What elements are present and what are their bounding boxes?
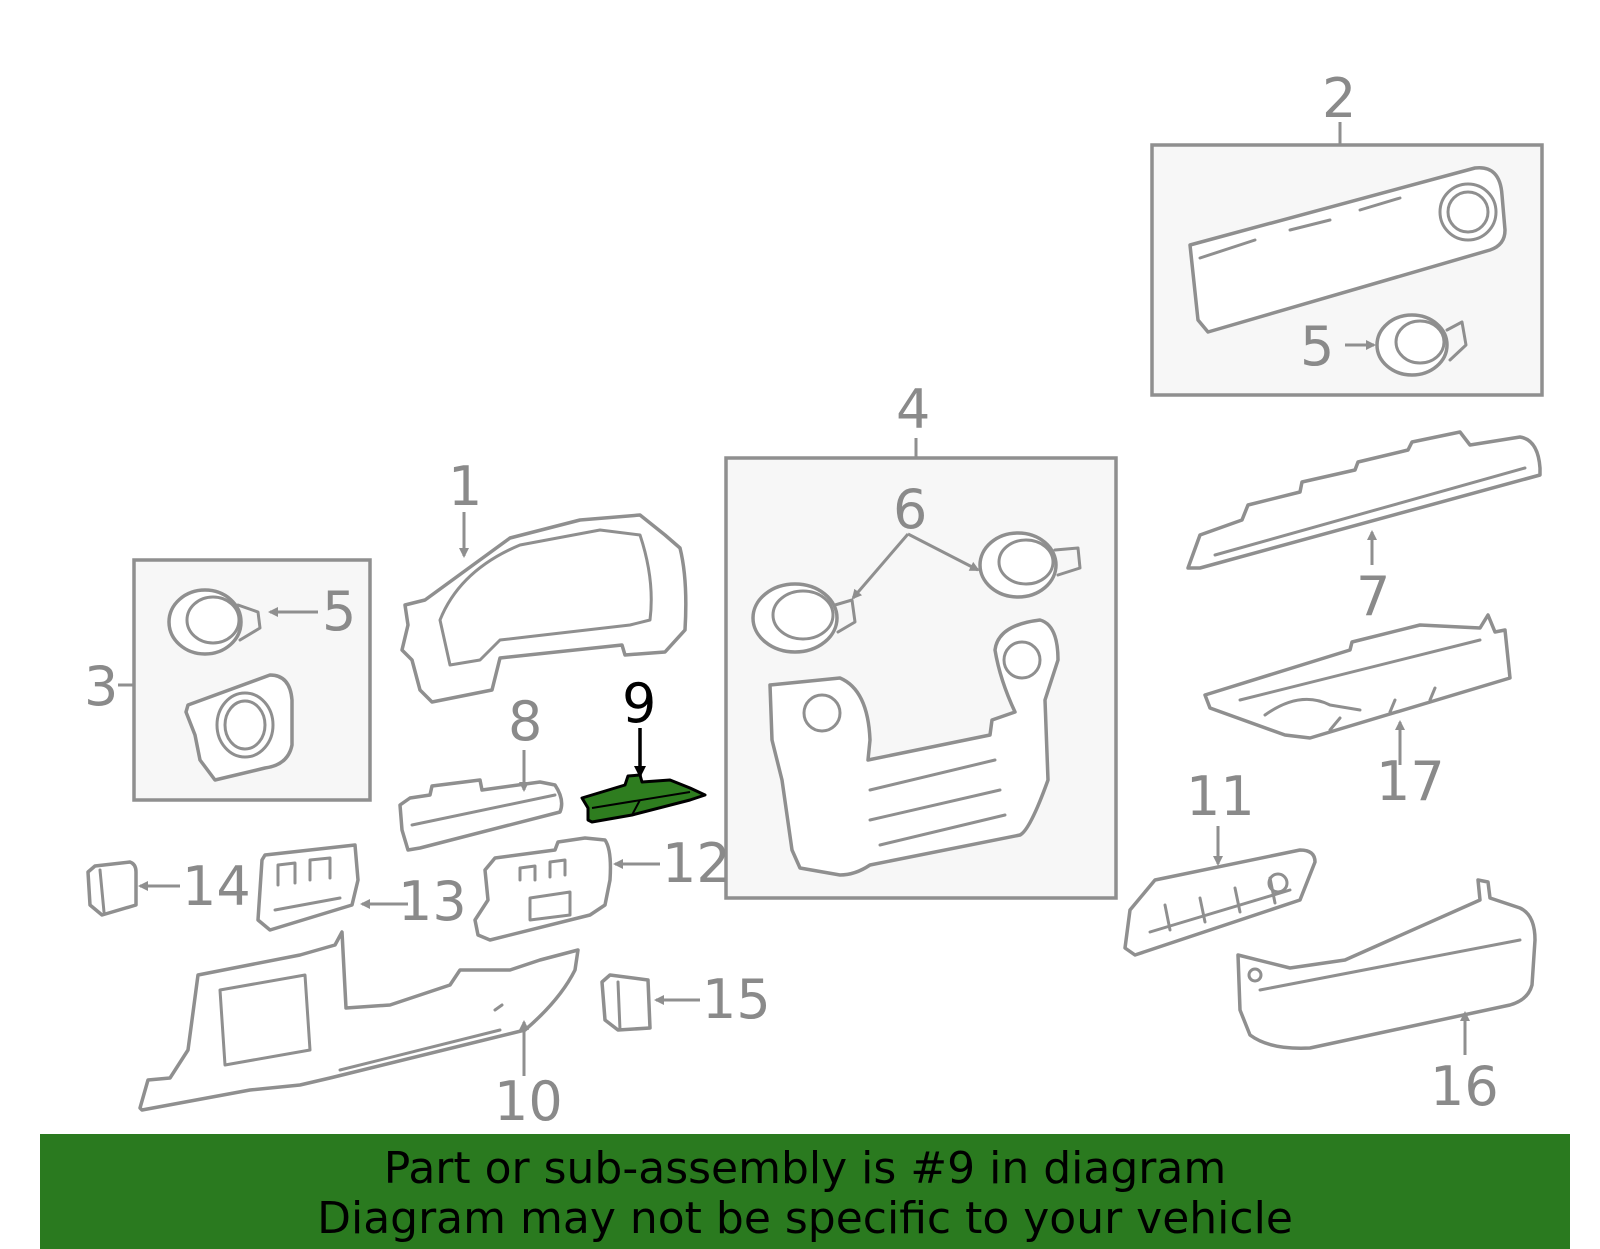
part-7[interactable]	[1186, 430, 1542, 570]
label-part-17: 17	[1376, 750, 1445, 813]
part-2-panel[interactable]	[1188, 166, 1507, 334]
label-part-10: 10	[494, 1070, 563, 1133]
part-3-bezel[interactable]	[184, 673, 294, 782]
part-3-group	[118, 558, 372, 802]
label-part-13: 13	[398, 870, 467, 933]
label-part-1: 1	[448, 455, 482, 518]
part-17[interactable]	[1203, 613, 1512, 740]
banner-line-1: Part or sub-assembly is #9 in diagram	[383, 1143, 1227, 1194]
part-8[interactable]	[398, 778, 564, 852]
label-part-4: 4	[896, 378, 930, 441]
part-6-vent-right[interactable]	[978, 531, 1082, 599]
part-13[interactable]	[256, 843, 360, 932]
banner-line-2: Diagram may not be specific to your vehi…	[317, 1193, 1293, 1244]
part-12[interactable]	[473, 836, 613, 942]
label-part-5-left: 5	[322, 580, 356, 643]
label-part-8: 8	[508, 690, 542, 753]
label-part-2: 2	[1322, 67, 1356, 130]
part-9-highlighted[interactable]	[580, 773, 707, 824]
part-6-vent-left[interactable]	[751, 582, 857, 654]
part-11[interactable]	[1123, 848, 1317, 957]
label-part-12: 12	[662, 832, 731, 895]
label-part-9: 9	[622, 672, 656, 735]
part-4-group	[724, 438, 1118, 900]
label-part-11: 11	[1186, 765, 1255, 828]
part-2-group	[1150, 122, 1544, 397]
label-part-5-upper: 5	[1300, 315, 1334, 378]
part-14[interactable]	[86, 860, 138, 917]
part-5-vent-upper[interactable]	[1375, 313, 1468, 377]
label-part-16: 16	[1430, 1055, 1499, 1118]
part-4-bezel[interactable]	[768, 618, 1060, 877]
label-part-3: 3	[84, 655, 118, 718]
part-1[interactable]	[400, 513, 688, 704]
part-15[interactable]	[600, 973, 652, 1032]
label-part-6: 6	[893, 478, 927, 541]
part-5-vent-left[interactable]	[167, 588, 262, 656]
label-part-15: 15	[702, 968, 771, 1031]
label-part-14: 14	[182, 855, 251, 918]
label-part-7: 7	[1356, 565, 1390, 628]
part-16[interactable]	[1236, 878, 1537, 1050]
info-banner: Part or sub-assembly is #9 in diagram Di…	[40, 1134, 1570, 1249]
